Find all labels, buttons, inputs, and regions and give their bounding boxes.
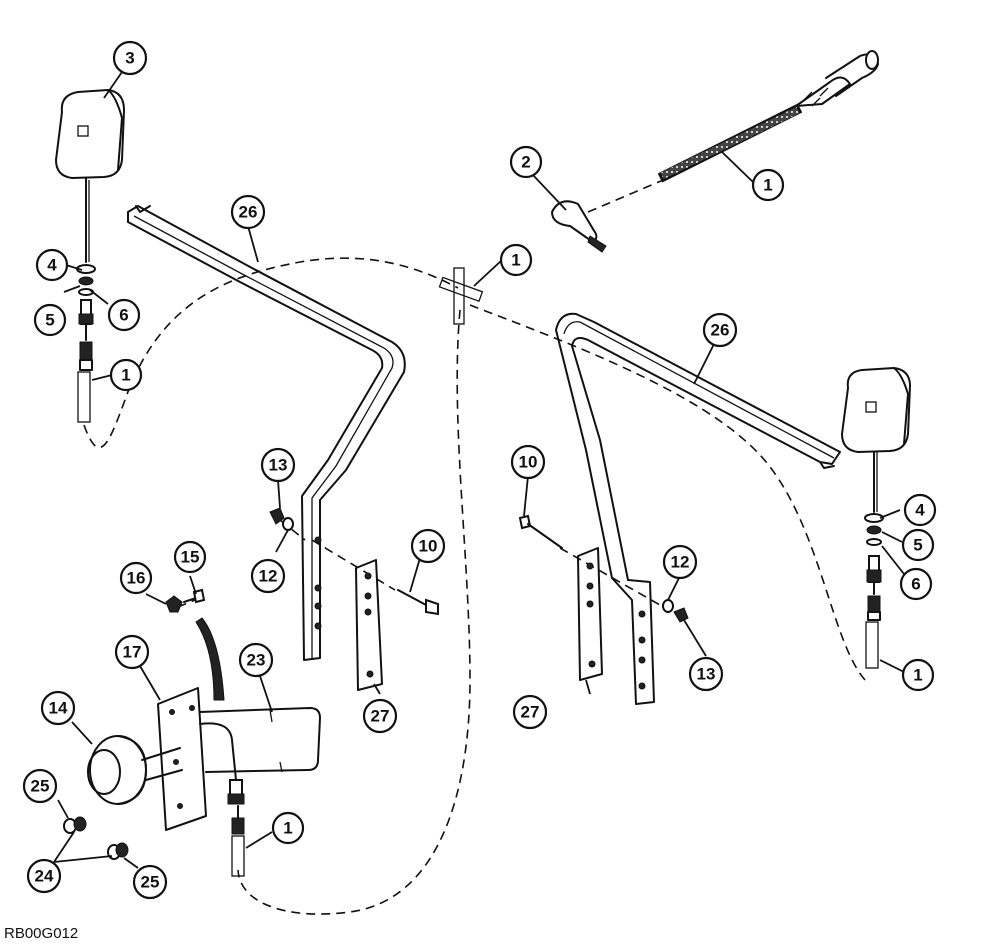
svg-text:23: 23 [247, 651, 266, 670]
callout-13-left: 13 [260, 447, 296, 483]
right-lamp-wire-hardware [864, 513, 884, 669]
callout-24: 24 [26, 858, 62, 894]
callout-12-left: 12 [250, 558, 286, 594]
callout-10-right: 10 [510, 444, 546, 480]
svg-text:10: 10 [419, 537, 438, 556]
nuts-24-25 [63, 816, 129, 860]
callout-25-left: 25 [22, 768, 58, 804]
callout-1-beacon: 1 [271, 811, 305, 845]
main-harness-cable [657, 50, 879, 183]
callout-23: 23 [238, 642, 274, 678]
harness-junction [438, 267, 484, 325]
svg-text:5: 5 [45, 311, 54, 330]
svg-text:13: 13 [697, 665, 716, 684]
svg-text:2: 2 [521, 153, 530, 172]
svg-text:1: 1 [283, 819, 292, 838]
svg-text:6: 6 [911, 575, 920, 594]
svg-text:17: 17 [123, 643, 142, 662]
svg-text:12: 12 [671, 553, 690, 572]
callout-5-right: 5 [901, 528, 935, 562]
work-lamp-right [841, 367, 911, 513]
callout-5-left: 5 [33, 303, 67, 337]
washer-nut-left [269, 507, 294, 531]
washer-nut-right [662, 599, 689, 623]
svg-text:1: 1 [913, 666, 922, 685]
callout-1-harness: 1 [751, 168, 785, 202]
bolt-washer-15-16 [165, 588, 206, 613]
callout-26-left: 26 [230, 194, 266, 230]
u-bolt [199, 707, 321, 773]
callout-13-right: 13 [688, 656, 724, 692]
callout-27-left: 27 [362, 698, 398, 734]
callout-1-left-lamp: 1 [109, 358, 143, 392]
svg-text:15: 15 [181, 548, 200, 567]
svg-text:25: 25 [141, 873, 160, 892]
beacon-lamp [87, 735, 183, 805]
bolt-right [518, 514, 563, 549]
callout-14: 14 [40, 690, 76, 726]
svg-text:13: 13 [269, 456, 288, 475]
callout-16: 16 [119, 561, 153, 595]
svg-text:27: 27 [371, 707, 390, 726]
callout-17: 17 [114, 634, 150, 670]
svg-text:1: 1 [121, 366, 130, 385]
svg-text:24: 24 [35, 867, 54, 886]
svg-text:27: 27 [521, 703, 540, 722]
callout-6-left: 6 [107, 298, 141, 332]
svg-text:5: 5 [913, 536, 922, 555]
callout-25-right: 25 [132, 864, 168, 900]
svg-text:14: 14 [49, 699, 68, 718]
mounting-plate [157, 687, 207, 831]
svg-text:16: 16 [127, 569, 146, 588]
callout-3: 3 [112, 40, 148, 76]
callout-1-junction: 1 [499, 243, 533, 277]
svg-text:6: 6 [119, 306, 128, 325]
left-lamp-wire-hardware [76, 264, 96, 423]
callout-26-right: 26 [702, 312, 738, 348]
callout-27-right: 27 [512, 694, 548, 730]
callout-10-left: 10 [410, 528, 446, 564]
callout-6-right: 6 [899, 567, 933, 601]
svg-text:4: 4 [915, 501, 925, 520]
figure-id: RB00G012 [4, 925, 78, 942]
svg-text:4: 4 [47, 256, 57, 275]
svg-text:3: 3 [125, 49, 134, 68]
harness-clamp [551, 200, 607, 253]
svg-text:1: 1 [511, 251, 520, 270]
callout-4-right: 4 [903, 493, 937, 527]
leader-lines [53, 71, 905, 869]
beacon-wire [199, 722, 245, 877]
callout-1-right-lamp: 1 [901, 658, 935, 692]
svg-text:12: 12 [259, 567, 278, 586]
wiring-harness-dashed-path [83, 177, 866, 915]
support-bar-left [127, 205, 406, 661]
svg-text:10: 10 [519, 453, 538, 472]
bracket-right [577, 547, 603, 681]
svg-text:1: 1 [763, 176, 772, 195]
svg-text:26: 26 [711, 321, 730, 340]
callout-2: 2 [509, 145, 543, 179]
callout-15: 15 [173, 540, 207, 574]
callout-4-left: 4 [35, 248, 69, 282]
bolt-left [397, 589, 439, 616]
support-bar-right [555, 312, 841, 705]
callout-12-right: 12 [662, 544, 698, 580]
work-lamp-left [55, 89, 125, 263]
curved-arrow [195, 617, 225, 701]
svg-text:25: 25 [31, 777, 50, 796]
bracket-left [355, 559, 383, 691]
svg-text:26: 26 [239, 203, 258, 222]
